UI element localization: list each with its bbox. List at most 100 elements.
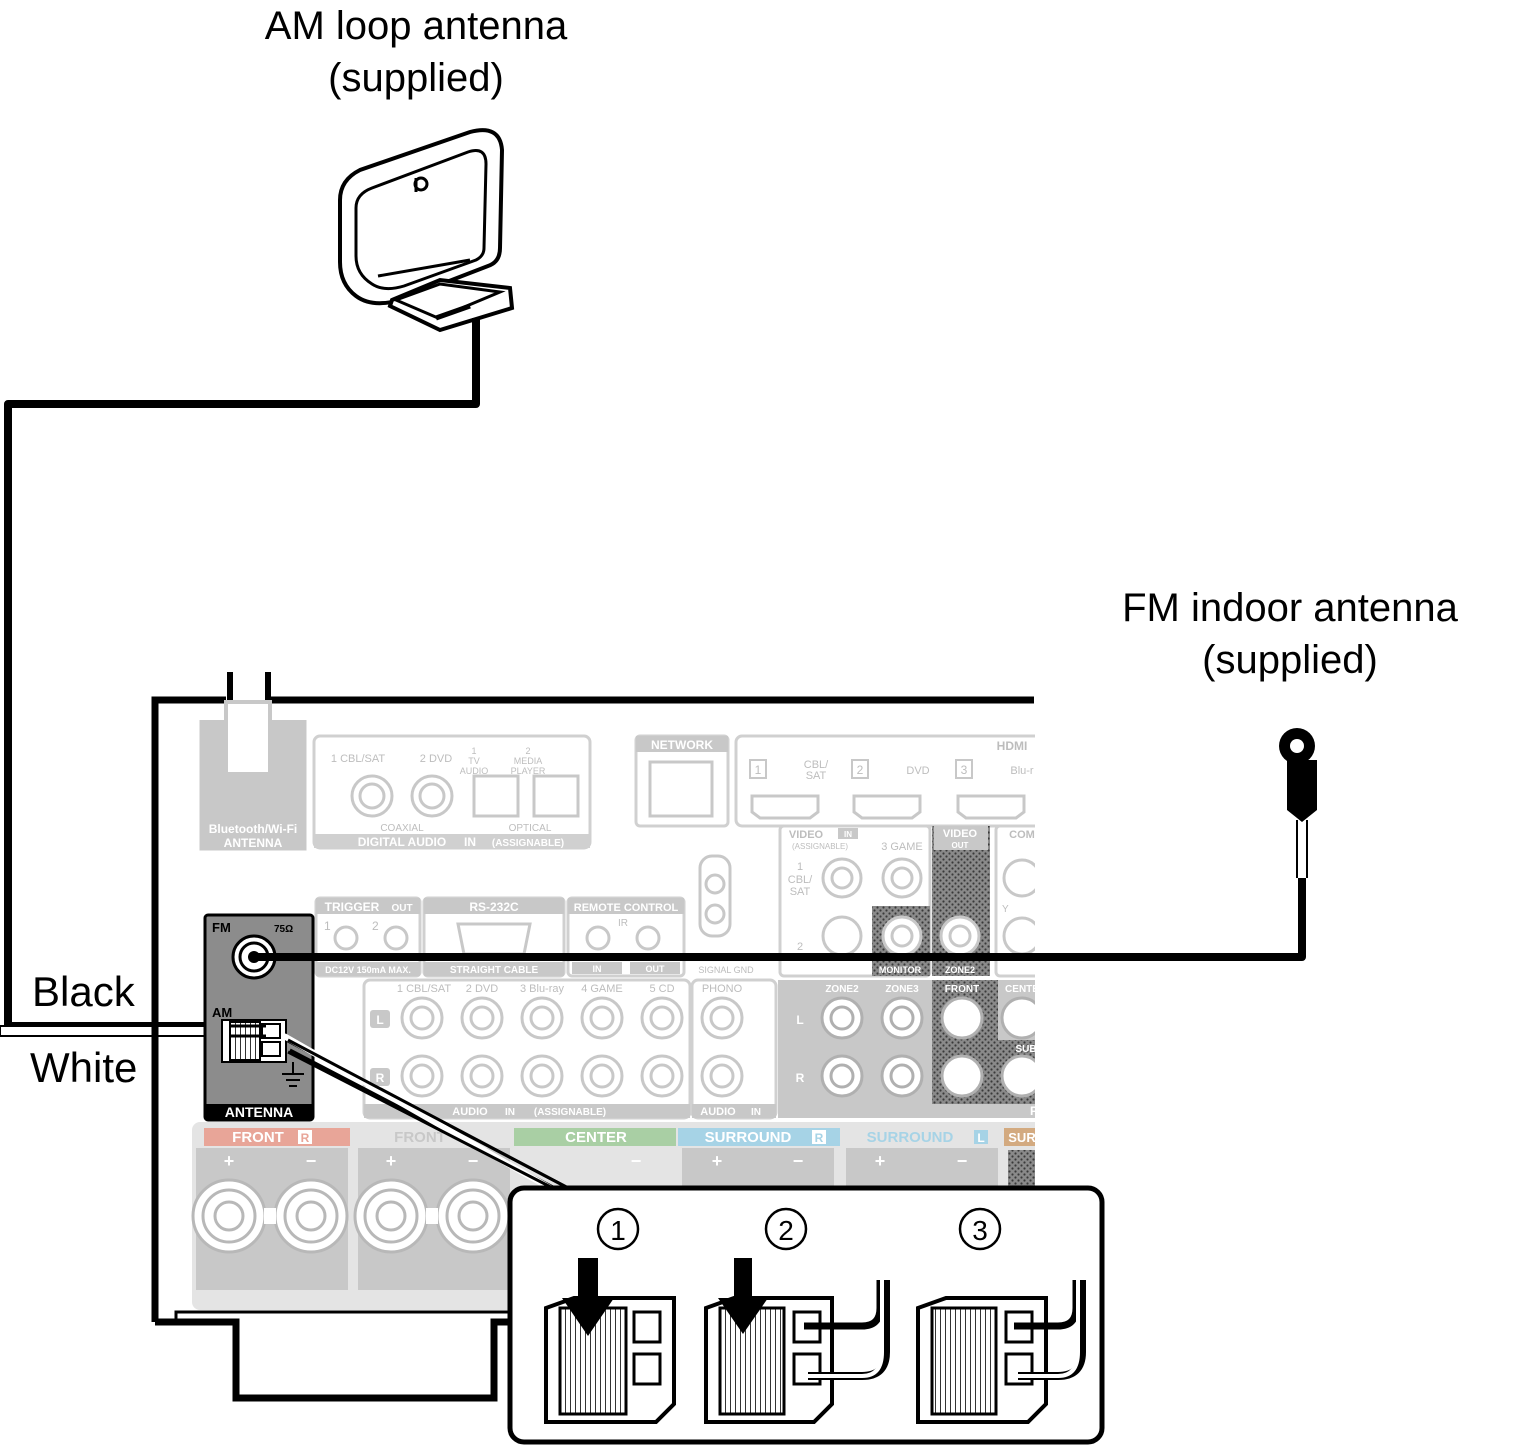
signal-gnd-label: SIGNAL GND xyxy=(698,965,754,975)
hdmi-cbl-label-2: SAT xyxy=(806,770,827,782)
ir-label: IR xyxy=(618,918,628,929)
step-3-terminal xyxy=(916,1280,1086,1424)
press-arrow-icon xyxy=(562,1258,614,1336)
black-wire-label: Black xyxy=(32,968,135,1015)
trigger-label: TRIGGER xyxy=(325,900,380,914)
am-antenna-callout: AM loop antenna (supplied) xyxy=(216,0,616,104)
audio-r-label: R xyxy=(376,1071,385,1085)
video-assignable-label: (ASSIGNABLE) xyxy=(792,842,848,851)
spk-surround-l-label: SURROUND xyxy=(867,1129,954,1146)
coaxial-2-label: 2 DVD xyxy=(420,753,452,765)
spk-front-r-label: FRONT xyxy=(232,1129,284,1146)
zone2-out-label: ZONE2 xyxy=(825,984,859,995)
phono-audio-label: AUDIO xyxy=(700,1106,736,1118)
audio-in-tag: IN xyxy=(505,1107,515,1118)
remote-control-label: REMOTE CONTROL xyxy=(574,902,679,914)
rs232c-label: RS-232C xyxy=(469,900,519,914)
video-cbl-label-2: SAT xyxy=(790,886,811,898)
fm-antenna-callout: FM indoor antenna (supplied) xyxy=(1080,582,1500,686)
phono-in-label: IN xyxy=(751,1107,761,1118)
surround-l-minus: − xyxy=(957,1151,968,1171)
front-l-minus: − xyxy=(468,1151,479,1171)
step-3-number: 3 xyxy=(972,1215,988,1246)
component-y-label: Y xyxy=(1002,904,1009,915)
hdmi-label: HDMI xyxy=(997,739,1028,753)
coaxial-1-label: 1 CBL/SAT xyxy=(331,753,385,765)
trigger-out-label: OUT xyxy=(391,903,412,914)
audio-game-label: 4 GAME xyxy=(581,983,623,995)
fm-indoor-antenna-icon xyxy=(254,728,1317,961)
am-loop-antenna-icon xyxy=(338,128,515,333)
video-label: VIDEO xyxy=(789,829,824,841)
white-wire-label: White xyxy=(30,1044,138,1091)
front-r-plus: + xyxy=(224,1151,235,1171)
fm-impedance-label: 75Ω xyxy=(274,924,293,935)
audio-dvd-label: 2 DVD xyxy=(466,983,498,995)
video-out-2-label: OUT xyxy=(952,841,969,850)
spk-front-r-tag: R xyxy=(301,1131,310,1145)
digital-assignable-label: (ASSIGNABLE) xyxy=(492,838,564,849)
hdmi-dvd-label: DVD xyxy=(906,765,929,777)
video-out-label: VIDEO xyxy=(943,828,978,840)
front-pre-label: FRONT xyxy=(945,984,979,995)
bt-antenna-label: Bluetooth/Wi-Fi xyxy=(209,822,298,836)
hdmi-cbl-label: CBL/ xyxy=(804,759,829,771)
audio-bluray-label: 3 Blu-ray xyxy=(520,983,565,995)
spk-front-l-label: FRONT xyxy=(394,1129,446,1146)
remote-out-label: OUT xyxy=(646,964,666,974)
front-r-minus: − xyxy=(306,1151,317,1171)
hdmi-bluray-label: Blu-r xyxy=(1010,765,1034,777)
media-player-num: 2 xyxy=(525,746,530,756)
audio-in-label: AUDIO xyxy=(452,1106,488,1118)
component-label: COM xyxy=(1009,829,1035,841)
step-1-terminal xyxy=(544,1258,676,1424)
pre-out-label: P xyxy=(1030,1104,1038,1118)
spk-center-label: CENTER xyxy=(565,1129,627,1146)
audio-l-label: L xyxy=(376,1013,383,1027)
press-arrow-icon-2 xyxy=(718,1258,768,1334)
tv-audio-label-2: AUDIO xyxy=(460,766,489,776)
media-player-label: MEDIA xyxy=(514,756,543,766)
surround-r-plus: + xyxy=(712,1151,723,1171)
hdmi-1-label: 1 xyxy=(755,763,762,777)
am-antenna-subtitle: (supplied) xyxy=(328,56,504,100)
spk-surround-l-tag: L xyxy=(977,1131,984,1145)
step-1-label: 1 xyxy=(596,1207,640,1251)
spk-sur-label: SUR xyxy=(1008,1130,1036,1145)
center-pre-label: CENTE xyxy=(1005,984,1039,995)
video-3game-label: 3 GAME xyxy=(881,841,923,853)
front-l-plus: + xyxy=(386,1151,397,1171)
hdmi-3-label: 3 xyxy=(961,763,968,777)
am-terminal-label: AM xyxy=(212,1005,232,1020)
video-1-label: 1 xyxy=(797,861,803,873)
antenna-terminal-panel: ANTENNA FM 75Ω AM xyxy=(203,913,315,1122)
coaxial-label: COAXIAL xyxy=(380,823,424,834)
am-antenna-title: AM loop antenna xyxy=(264,4,568,48)
media-player-label-2: PLAYER xyxy=(511,766,546,776)
straight-cable-label: STRAIGHT CABLE xyxy=(450,965,539,976)
digital-audio-label: DIGITAL AUDIO xyxy=(358,835,446,849)
antenna-panel-title: ANTENNA xyxy=(225,1104,293,1120)
fm-antenna-title: FM indoor antenna xyxy=(1122,586,1458,630)
dc12v-label: DC12V 150mA MAX. xyxy=(325,965,411,975)
connection-steps-inset: 1 2 3 xyxy=(507,1185,1105,1445)
video-in-label: IN xyxy=(844,830,852,839)
spk-surround-r-tag: R xyxy=(815,1131,824,1145)
fm-antenna-subtitle: (supplied) xyxy=(1202,638,1378,682)
monitor-label: MONITOR xyxy=(879,965,922,975)
surround-l-plus: + xyxy=(875,1151,886,1171)
center-minus: − xyxy=(631,1151,642,1171)
spk-surround-r-label: SURROUND xyxy=(705,1129,792,1146)
video-zone2-label: ZONE2 xyxy=(945,965,975,975)
step-2-number: 2 xyxy=(778,1215,794,1246)
surround-r-minus: − xyxy=(793,1151,804,1171)
phono-label: PHONO xyxy=(702,983,743,995)
step-3-label: 3 xyxy=(958,1207,1002,1251)
trigger-1-label: 1 xyxy=(324,919,331,933)
ground-icon xyxy=(282,1062,304,1087)
fm-terminal-label: FM xyxy=(212,920,231,935)
audio-cd-label: 5 CD xyxy=(649,983,674,995)
zone-r-label: R xyxy=(796,1071,805,1085)
